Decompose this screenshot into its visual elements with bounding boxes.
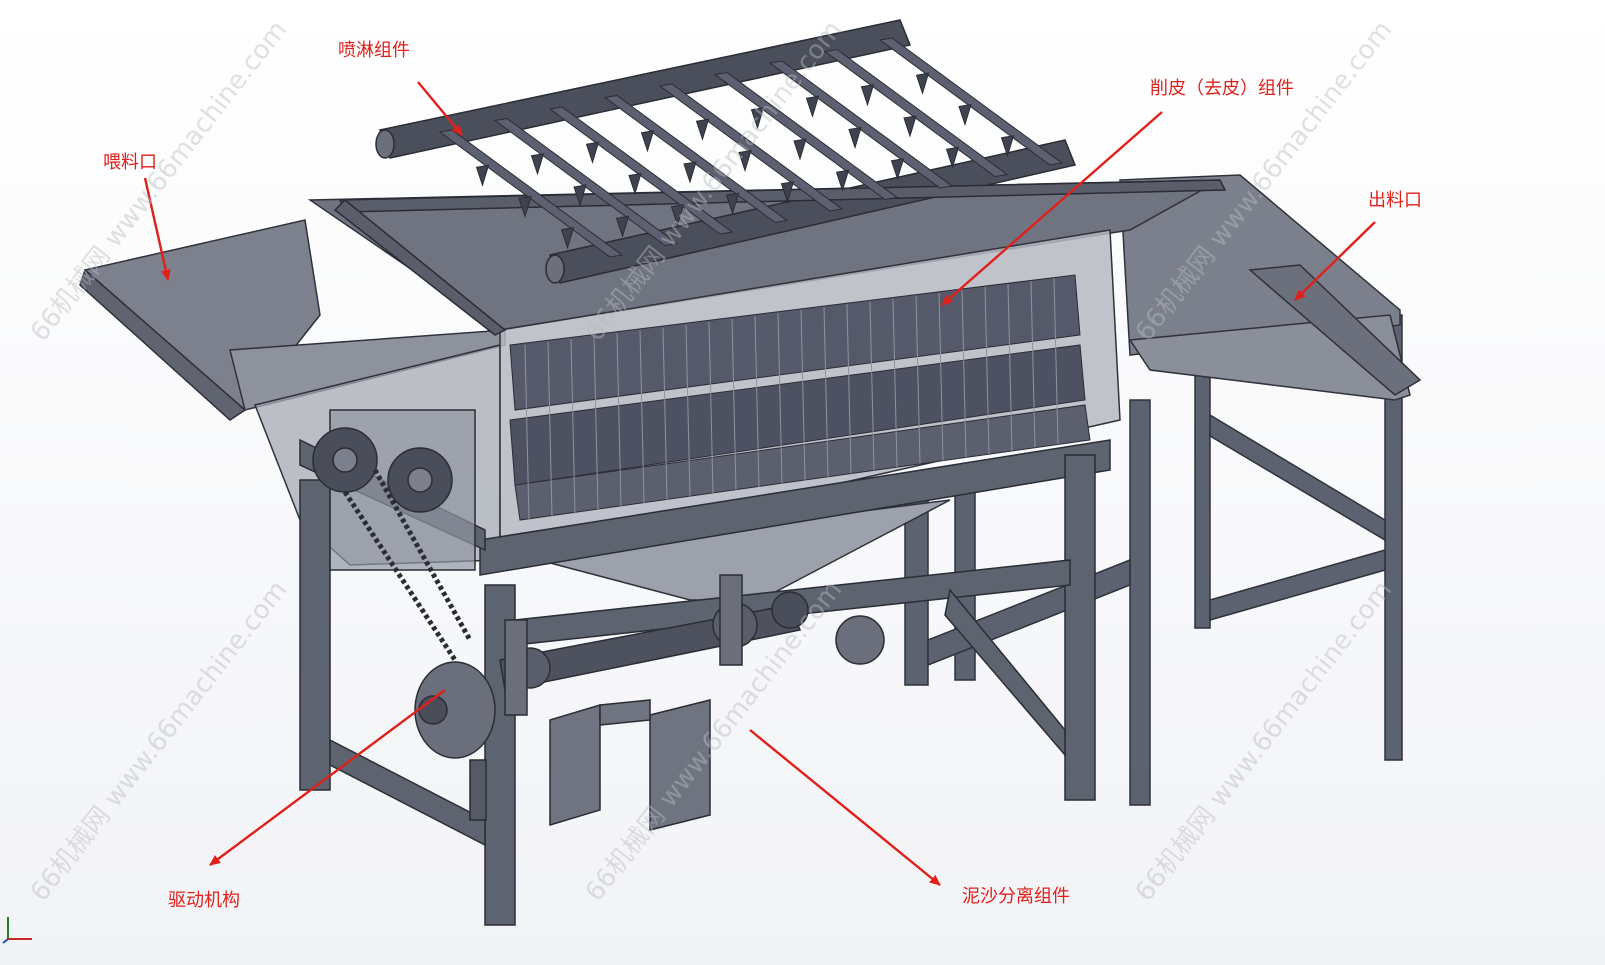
drive-mechanism xyxy=(312,409,885,821)
roller-segment-line xyxy=(984,286,990,455)
spray-branch-pipe xyxy=(878,37,1064,166)
roller-segment-line xyxy=(1007,284,1013,451)
roller-segment-line xyxy=(915,295,921,464)
spray-branch-pipe xyxy=(713,71,899,201)
roller-segment-line xyxy=(570,339,576,514)
spray-nozzle xyxy=(670,204,685,227)
spray-nozzle xyxy=(835,169,850,192)
spray-nozzle xyxy=(615,215,630,238)
spray-nozzle xyxy=(628,172,642,196)
roller-segment-line xyxy=(685,324,691,497)
spray-nozzle xyxy=(890,158,905,181)
spray-nozzle xyxy=(738,149,752,173)
label-peeling-assembly: 削皮（去皮）组件 xyxy=(1150,78,1294,99)
spray-nozzle xyxy=(585,141,600,164)
spray-branch-pipe xyxy=(658,83,844,212)
roller-segment-line xyxy=(938,292,944,461)
spray-nozzle xyxy=(530,153,545,176)
roller-segment-line xyxy=(777,313,783,484)
spray-nozzle xyxy=(1000,135,1015,158)
spray-nozzle xyxy=(848,126,862,150)
spray-nozzle xyxy=(695,118,710,141)
discharge-chute xyxy=(1119,174,1422,401)
spray-nozzle xyxy=(780,181,795,204)
label-drive-mechanism: 驱动机构 xyxy=(168,890,240,911)
roller-segment-line xyxy=(800,310,806,481)
roller-segment-line xyxy=(892,298,898,468)
feed-inlet-arrow xyxy=(143,177,171,281)
spray-branch-pipe xyxy=(548,106,734,235)
roller-segment-line xyxy=(524,344,530,521)
spray-nozzle xyxy=(945,146,960,169)
spray-nozzle xyxy=(793,138,807,161)
roller-segment-line xyxy=(616,333,622,507)
roller-segment-line xyxy=(754,315,760,488)
label-outlet: 出料口 xyxy=(1368,190,1422,211)
spray-branch-pipe xyxy=(823,48,1009,178)
spray-nozzle xyxy=(560,227,575,250)
roller-texture xyxy=(524,278,1059,521)
roller-segment-line xyxy=(961,289,967,458)
axis-triad-icon xyxy=(2,917,32,944)
roller-segment-line xyxy=(547,342,553,517)
spray-arrow xyxy=(417,81,463,136)
roller-segment-line xyxy=(593,336,599,511)
spray-nozzle xyxy=(683,161,697,184)
label-mud-separation: 泥沙分离组件 xyxy=(962,886,1070,907)
spray-nozzle xyxy=(640,130,655,153)
spray-nozzle xyxy=(903,115,917,138)
spray-branch-pipe xyxy=(493,117,679,247)
roller-segment-line xyxy=(823,307,829,478)
peeling-arrow xyxy=(941,111,1163,306)
roller-segment-line xyxy=(1053,278,1059,445)
spray-branch-pipe xyxy=(768,60,954,189)
roller-segment-line xyxy=(708,321,714,494)
label-spray-assembly: 喷淋组件 xyxy=(338,40,410,61)
outlet-arrow xyxy=(1294,221,1376,301)
spray-branch-pipe xyxy=(603,94,789,224)
mud-separation-plates xyxy=(549,699,711,831)
spray-nozzle xyxy=(915,72,930,95)
callout-arrows xyxy=(143,81,1376,886)
spray-nozzle xyxy=(725,192,740,215)
spray-nozzle xyxy=(805,95,820,118)
spray-branch-pipe xyxy=(438,129,624,258)
spray-nozzle xyxy=(860,84,875,107)
roller-segment-line xyxy=(731,318,737,491)
spray-nozzle xyxy=(475,164,490,187)
drive-arrow xyxy=(209,689,446,866)
roller-segment-line xyxy=(662,327,668,501)
spray-nozzle-branches xyxy=(438,37,1064,258)
mud-separation-arrow xyxy=(749,729,941,886)
roller-segment-line xyxy=(869,301,875,471)
roller-segment-line xyxy=(639,330,645,504)
roller-segment-line xyxy=(1030,281,1036,448)
spray-nozzle xyxy=(958,103,972,127)
roller-segment-line xyxy=(846,304,852,474)
label-feed-inlet: 喂料口 xyxy=(103,152,157,173)
spray-nozzle xyxy=(573,184,587,207)
spray-nozzle xyxy=(518,195,532,219)
spray-nozzle xyxy=(750,107,765,130)
